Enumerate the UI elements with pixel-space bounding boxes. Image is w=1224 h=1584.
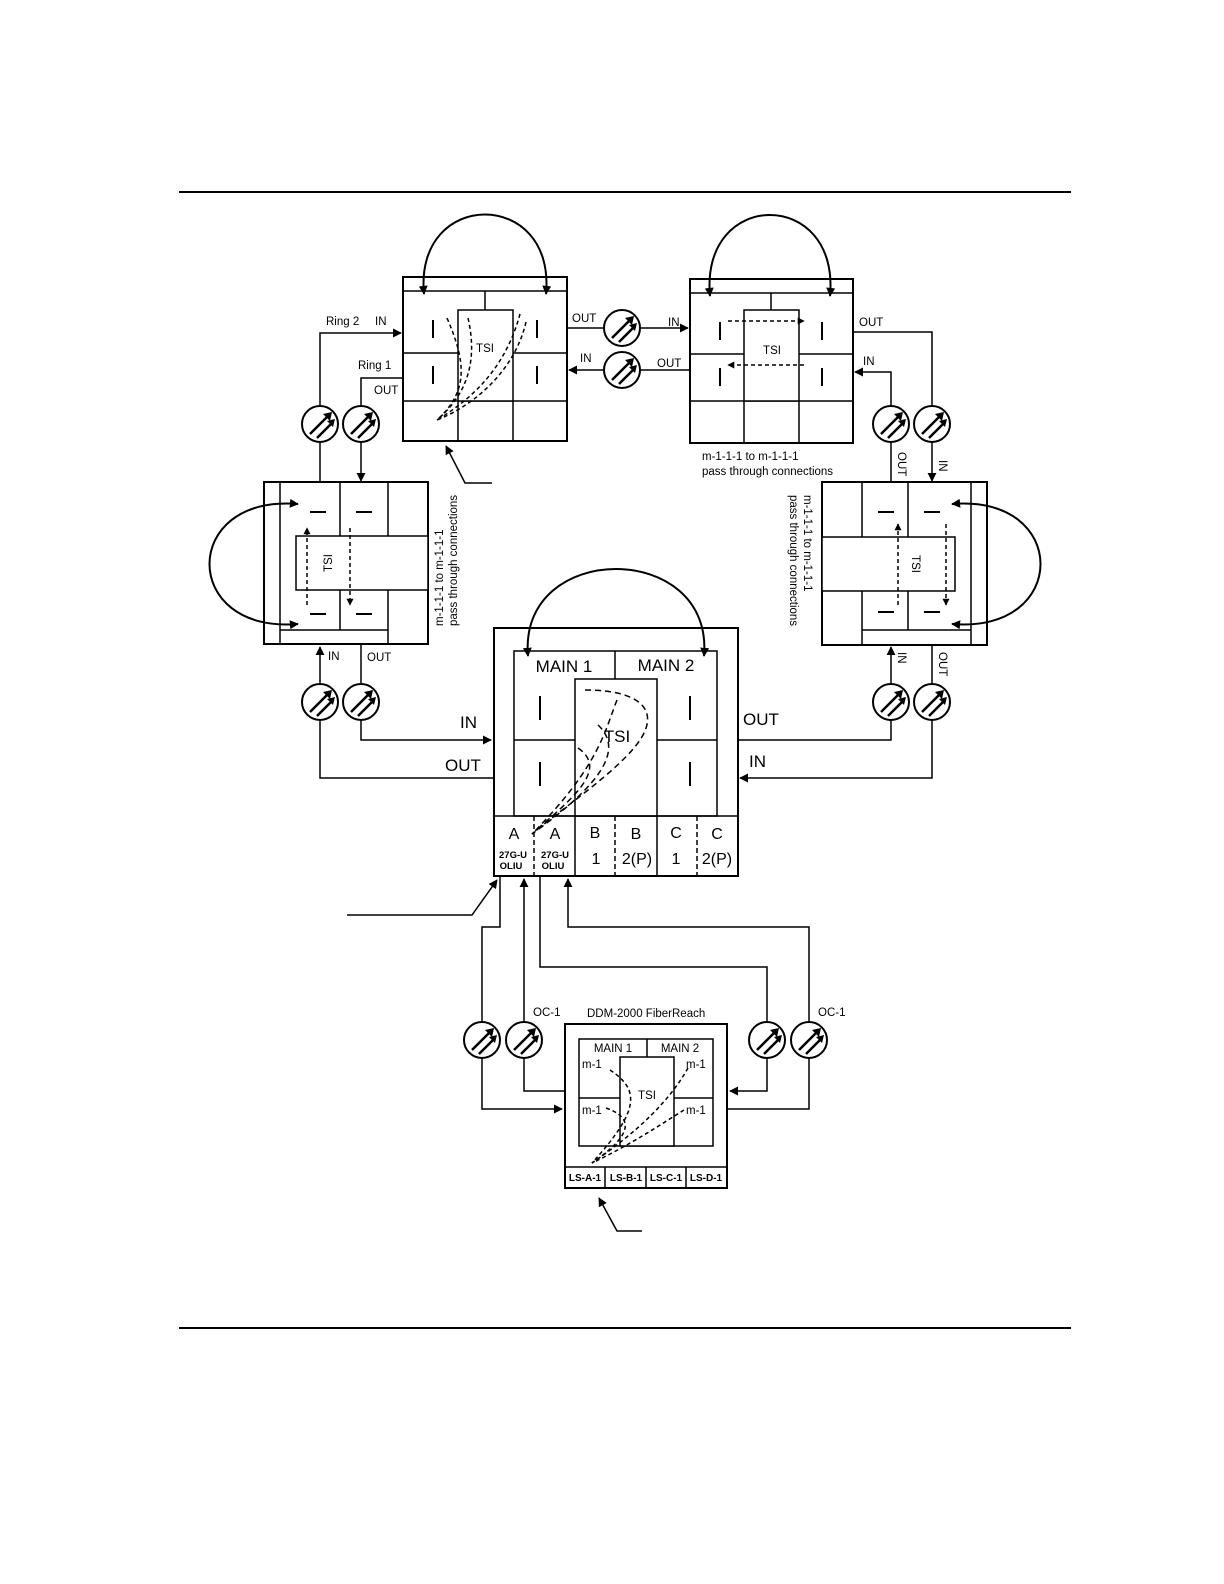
node-center-main bbox=[493, 568, 739, 877]
right-oc1-label: OC-1 bbox=[818, 1007, 845, 1019]
left-lower-in-optical-icon bbox=[300, 682, 340, 722]
node-top-right bbox=[689, 214, 854, 444]
fiberreach-slot-ls-b1: LS-B-1 bbox=[610, 1173, 643, 1184]
right-in-optical-icon bbox=[912, 404, 952, 444]
slot-a2-oliu-line1: 27G-U bbox=[541, 850, 569, 861]
slot-a1-letter: A bbox=[509, 826, 520, 843]
right-out-optical-icon bbox=[871, 404, 911, 444]
slot-a1-oliu-line2: OLIU bbox=[500, 861, 523, 872]
fiberreach-main1-label: MAIN 1 bbox=[594, 1043, 632, 1055]
slot-b2-number: 2(P) bbox=[622, 851, 652, 868]
right-lower-in-optical-icon bbox=[871, 682, 911, 722]
top-left-out-label: OUT bbox=[572, 313, 596, 325]
fiberreach-links bbox=[481, 877, 810, 1114]
fiberreach-m1-bottom-left: m-1 bbox=[582, 1105, 602, 1117]
fiberreach-left-out-optical-icon bbox=[462, 1020, 502, 1060]
center-slot-leader-line bbox=[347, 879, 498, 916]
top-link-lines bbox=[567, 323, 690, 375]
fiberreach-m1-bottom-right: m-1 bbox=[686, 1105, 706, 1117]
left-node-out-label: OUT bbox=[367, 652, 391, 664]
main2-label: MAIN 2 bbox=[638, 656, 695, 675]
fiberreach-m1-top-right: m-1 bbox=[686, 1059, 706, 1071]
fiberreach-title: DDM-2000 FiberReach bbox=[587, 1008, 705, 1020]
fiberreach-slot-ls-c1: LS-C-1 bbox=[650, 1173, 683, 1184]
slot-a1-oliu-line1: 27G-U bbox=[499, 850, 527, 861]
main1-label: MAIN 1 bbox=[536, 657, 593, 676]
fiberreach-leader-line bbox=[598, 1197, 642, 1232]
center-tsi-label: TSI bbox=[604, 727, 630, 746]
left-lower-links bbox=[315, 645, 493, 779]
slot-b2-letter: B bbox=[631, 826, 642, 843]
fiberreach-slot-ls-d1: LS-D-1 bbox=[690, 1173, 723, 1184]
right-upper-in-label: IN bbox=[936, 460, 948, 472]
slot-a2-letter: A bbox=[550, 826, 561, 843]
slot-c2-letter: C bbox=[711, 826, 723, 843]
top-right-out-side-label: OUT bbox=[859, 317, 883, 329]
right-upper-links bbox=[853, 331, 937, 483]
fiberreach-slot-ls-a1: LS-A-1 bbox=[569, 1173, 602, 1184]
slot-c2-number: 2(P) bbox=[702, 851, 732, 868]
top-left-tsi-label: TSI bbox=[476, 343, 494, 355]
fiberreach-tsi-label: TSI bbox=[638, 1090, 656, 1102]
left-lower-out-optical-icon bbox=[341, 682, 381, 722]
top-left-in-label: IN bbox=[580, 353, 592, 365]
top-left-ring2-in-label: IN bbox=[375, 316, 387, 328]
node-left bbox=[208, 481, 429, 645]
main-left-in-label: IN bbox=[460, 713, 477, 732]
left-ring1-optical-icon bbox=[341, 404, 381, 444]
left-node-in-label: IN bbox=[328, 651, 340, 663]
fiberreach-m1-top-left: m-1 bbox=[582, 1059, 602, 1071]
right-lower-links bbox=[738, 645, 933, 783]
slot-b1-letter: B bbox=[590, 825, 601, 842]
slot-c1-number: 1 bbox=[672, 851, 681, 868]
top-right-pass-through-line1: m-1-1-1 to m-1-1-1 bbox=[702, 451, 799, 463]
left-pass-through-line1: m-1-1-1 to m-1-1-1 bbox=[434, 530, 446, 627]
left-pass-through-line2: pass through connections bbox=[448, 495, 460, 626]
fiberreach-main2-label: MAIN 2 bbox=[661, 1043, 699, 1055]
top-left-leader-line bbox=[445, 445, 492, 484]
top-left-ring1-out-label: OUT bbox=[374, 385, 398, 397]
slot-b1-number: 1 bbox=[592, 851, 601, 868]
left-tsi-label: TSI bbox=[323, 554, 335, 572]
slot-c1-letter: C bbox=[670, 825, 682, 842]
fiberreach-left-oc1-optical-icon bbox=[504, 1020, 544, 1060]
top-in-optical-icon bbox=[602, 350, 642, 390]
right-pass-through-line2: pass through connections bbox=[787, 495, 799, 626]
top-right-pass-through-line2: pass through connections bbox=[702, 466, 833, 478]
top-right-tsi-label: TSI bbox=[763, 345, 781, 357]
left-oc1-label: OC-1 bbox=[533, 1007, 560, 1019]
top-right-out-label: OUT bbox=[657, 358, 681, 370]
left-ring2-optical-icon bbox=[300, 404, 340, 444]
right-upper-out-label: OUT bbox=[895, 452, 907, 476]
ring1-label: Ring 1 bbox=[358, 360, 391, 372]
fiberreach-right-in-optical-icon bbox=[747, 1020, 787, 1060]
right-pass-through-line1: m-1-1-1 to m-1-1-1 bbox=[801, 495, 813, 592]
fiberreach-right-oc1-optical-icon bbox=[789, 1020, 829, 1060]
left-upper-links bbox=[319, 328, 403, 483]
node-fiberreach bbox=[564, 1023, 728, 1189]
top-out-optical-icon bbox=[602, 308, 642, 348]
main-right-in-label: IN bbox=[749, 752, 766, 771]
top-right-in-label: IN bbox=[668, 317, 680, 329]
right-lower-out-optical-icon bbox=[912, 682, 952, 722]
right-node-out-label: OUT bbox=[936, 652, 948, 676]
main-right-out-label: OUT bbox=[743, 710, 779, 729]
node-right bbox=[821, 481, 1042, 646]
right-tsi-label: TSI bbox=[909, 555, 921, 573]
main-left-out-label: OUT bbox=[445, 756, 481, 775]
node-top-left bbox=[402, 213, 568, 442]
ring2-label: Ring 2 bbox=[326, 316, 359, 328]
right-node-in-label: IN bbox=[895, 652, 907, 664]
top-right-in-side-label: IN bbox=[863, 356, 875, 368]
slot-a2-oliu-line2: OLIU bbox=[542, 861, 565, 872]
